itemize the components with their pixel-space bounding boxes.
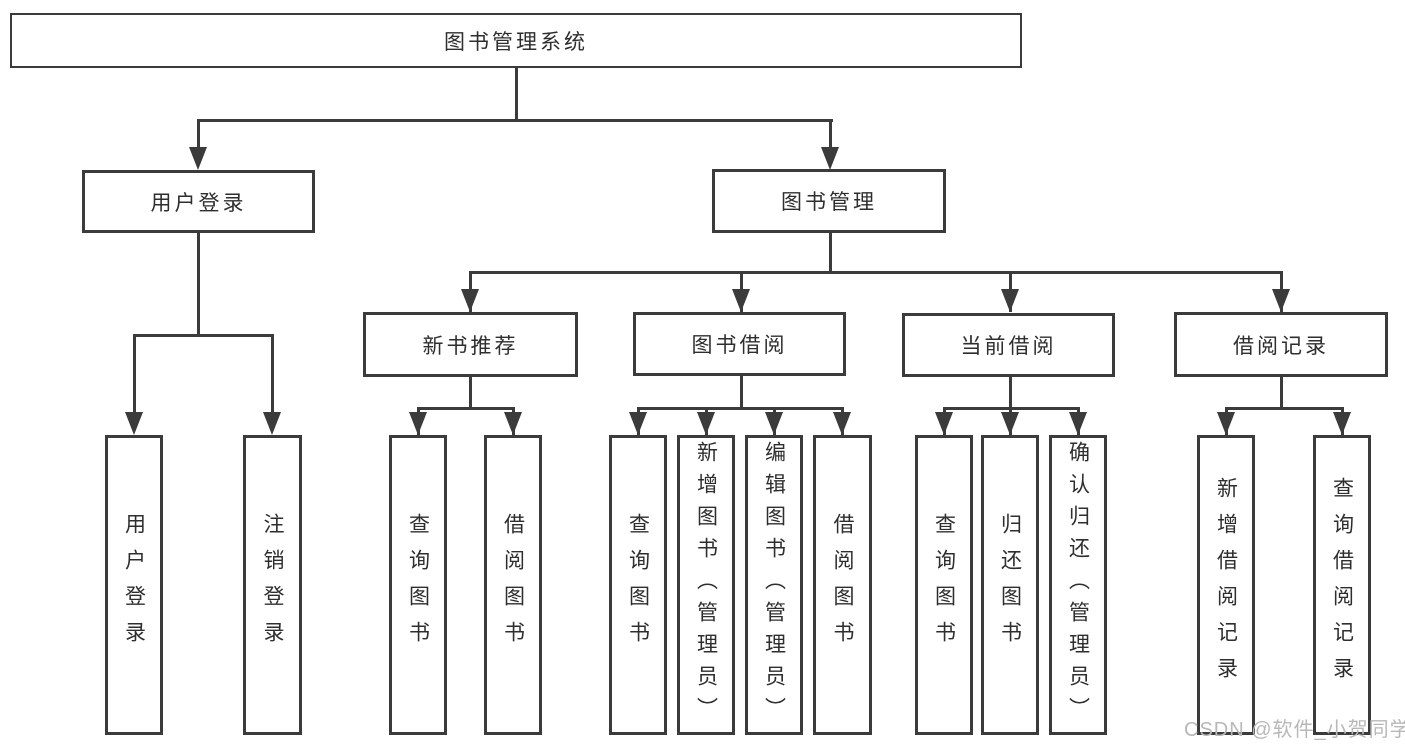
connector-current-borrow-stem xyxy=(1009,377,1012,409)
node-label: 查询图书 xyxy=(626,513,650,657)
node-label: 图书管理系统 xyxy=(444,30,588,54)
leaf-add-book-admin: 新增图书（管理员） xyxy=(677,435,735,735)
arrowhead xyxy=(833,412,851,435)
leaf-query-books-borrow: 查询图书 xyxy=(609,435,667,735)
leaf-return-books: 归还图书 xyxy=(981,435,1039,735)
connector-root-stem xyxy=(515,68,518,121)
connector-drop-leaf-logout xyxy=(271,334,274,412)
arrowhead-current-borrow xyxy=(1001,289,1019,312)
node-book-borrow: 图书借阅 xyxy=(633,312,846,376)
connector-book-management-stem xyxy=(829,233,832,274)
leaf-logout: 注销登录 xyxy=(243,435,302,735)
node-label: 查询图书 xyxy=(406,513,430,657)
leaf-query-books-current: 查询图书 xyxy=(915,435,973,735)
leaf-add-borrow-record: 新增借阅记录 xyxy=(1197,435,1255,735)
node-label: 用户登录 xyxy=(150,191,247,215)
node-label: 新书推荐 xyxy=(422,334,519,358)
node-label: 编辑图书（管理员） xyxy=(762,441,786,729)
connector-new-book-bar xyxy=(417,407,515,410)
arrowhead-leaf-user-login xyxy=(125,412,143,435)
arrowhead xyxy=(504,412,522,435)
node-new-book-recommend: 新书推荐 xyxy=(363,312,578,377)
arrowhead xyxy=(629,412,647,435)
node-label: 借阅记录 xyxy=(1233,334,1329,358)
arrowhead xyxy=(1069,412,1087,435)
connector-drop-user-login xyxy=(197,119,200,149)
arrowhead xyxy=(1001,412,1019,435)
node-label: 借阅图书 xyxy=(831,513,854,657)
connector-user-login-bar xyxy=(133,334,273,337)
arrowhead-book-management xyxy=(821,147,839,170)
leaf-borrow-books: 借阅图书 xyxy=(813,435,872,735)
connector-borrow-records-stem xyxy=(1280,377,1283,409)
connector-drop-leaf-user-login xyxy=(133,334,136,412)
node-current-borrow: 当前借阅 xyxy=(902,313,1115,377)
node-label: 新增借阅记录 xyxy=(1214,477,1238,693)
leaf-query-books-recommend: 查询图书 xyxy=(389,435,447,735)
arrowhead xyxy=(765,412,783,435)
node-label: 查询图书 xyxy=(932,513,956,657)
node-book-management: 图书管理 xyxy=(712,169,946,233)
leaf-edit-book-admin: 编辑图书（管理员） xyxy=(745,435,803,735)
node-label: 用户登录 xyxy=(122,513,146,657)
arrowhead xyxy=(1217,412,1235,435)
node-label: 图书借阅 xyxy=(691,334,788,357)
watermark: CSDN @软件_小贺同学 xyxy=(1184,719,1405,741)
node-label: 新增图书（管理员） xyxy=(694,441,718,729)
leaf-query-borrow-record: 查询借阅记录 xyxy=(1313,435,1371,735)
arrowhead-new-book-recommend xyxy=(461,289,479,312)
connector-borrow-records-bar xyxy=(1225,407,1344,410)
node-label: 查询借阅记录 xyxy=(1330,477,1354,693)
node-label: 确认归还（管理员） xyxy=(1066,441,1090,729)
arrowhead-user-login xyxy=(189,147,207,170)
leaf-borrow-books-recommend: 借阅图书 xyxy=(484,435,542,735)
arrowhead xyxy=(697,412,715,435)
arrowhead xyxy=(1333,412,1351,435)
node-label: 当前借阅 xyxy=(960,335,1057,358)
connector-drop-book-management xyxy=(829,119,832,149)
connector-new-book-stem xyxy=(469,375,472,409)
node-borrow-records: 借阅记录 xyxy=(1174,312,1388,377)
connector-book-borrow-stem xyxy=(740,374,743,409)
node-label: 借阅图书 xyxy=(501,513,525,657)
arrowhead-borrow-records xyxy=(1272,289,1290,312)
node-library-management-system: 图书管理系统 xyxy=(10,13,1022,68)
connector-book-management-bar xyxy=(469,271,1282,274)
arrowhead-book-borrow xyxy=(732,289,750,312)
node-label: 归还图书 xyxy=(998,513,1022,657)
node-user-login: 用户登录 xyxy=(82,170,315,233)
leaf-user-login: 用户登录 xyxy=(105,435,163,735)
arrowhead-leaf-logout xyxy=(263,412,281,435)
node-label: 图书管理 xyxy=(781,191,877,214)
connector-root-bar xyxy=(197,119,833,122)
connector-book-borrow-bar xyxy=(637,407,844,410)
node-label: 注销登录 xyxy=(261,513,284,657)
leaf-confirm-return-admin: 确认归还（管理员） xyxy=(1049,435,1107,735)
arrowhead xyxy=(935,412,953,435)
connector-user-login-stem xyxy=(197,233,200,337)
arrowhead xyxy=(409,412,427,435)
